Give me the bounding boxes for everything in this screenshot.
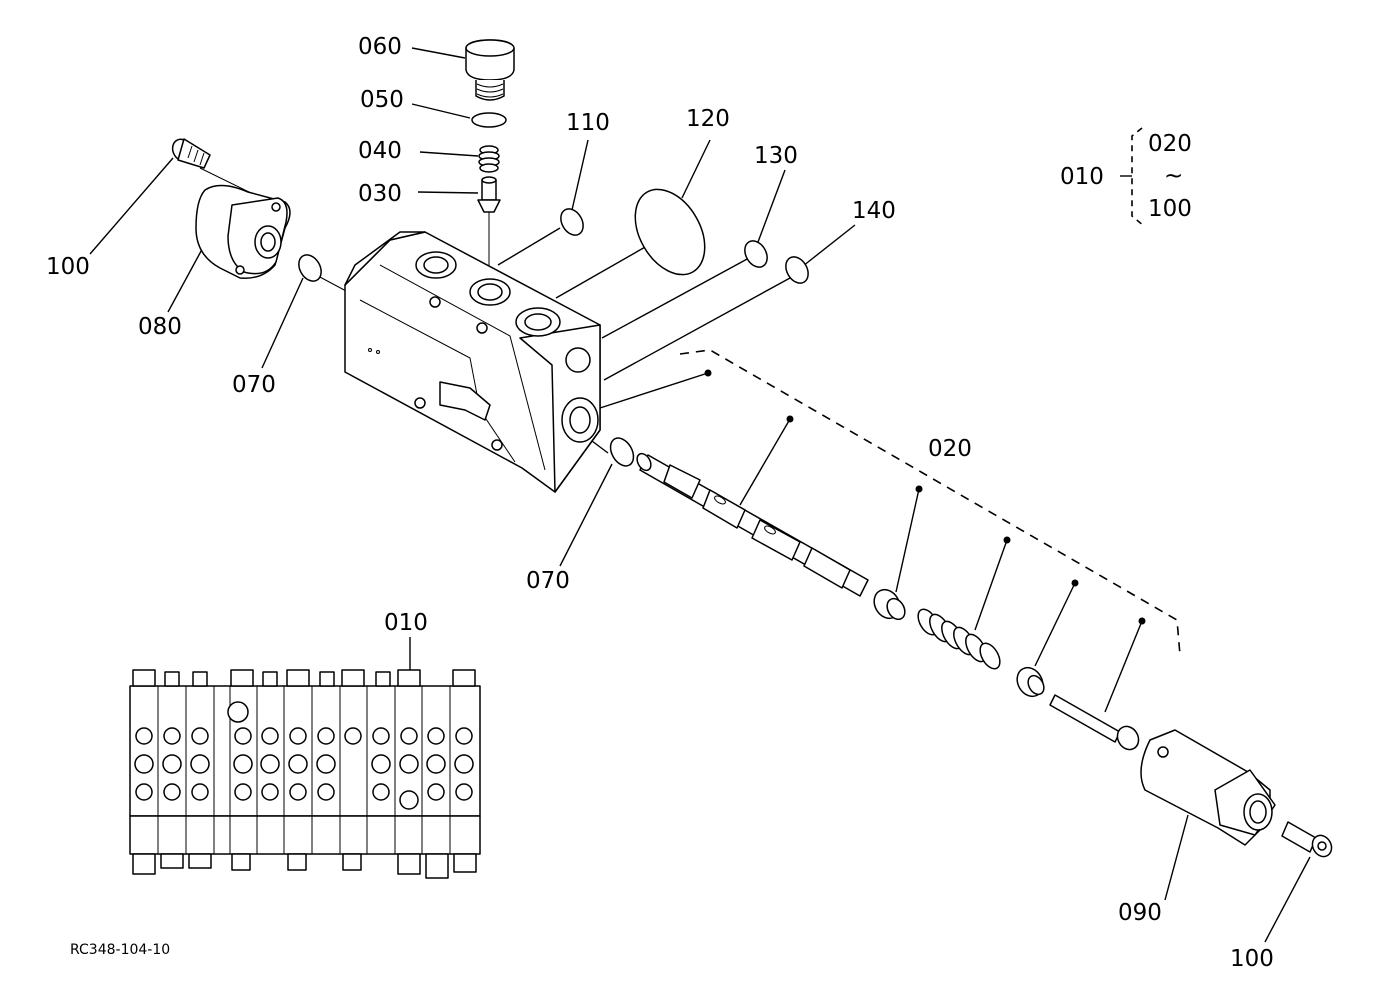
callout-140: 140 xyxy=(852,198,896,224)
callout-110: 110 xyxy=(566,110,610,136)
callout-030: 030 xyxy=(358,181,402,207)
spool xyxy=(636,452,869,597)
callout-070-left: 070 xyxy=(232,372,276,398)
legend-assembly: 010 xyxy=(1060,164,1104,190)
o-ring-140 xyxy=(785,256,809,284)
o-ring-130 xyxy=(744,240,768,268)
callout-050: 050 xyxy=(360,87,404,113)
callout-100-left: 100 xyxy=(46,254,90,280)
cover-080 xyxy=(195,184,291,279)
o-ring-050 xyxy=(471,112,507,128)
o-ring-070-right xyxy=(609,437,635,467)
assembly-legend: 010 020 ~ 100 xyxy=(1060,131,1192,222)
spring-seat-lower xyxy=(873,588,906,621)
assembly-legend-bracket xyxy=(1120,127,1145,227)
bolt-100-right xyxy=(1281,821,1333,858)
callout-020: 020 xyxy=(928,436,972,462)
callout-060: 060 xyxy=(358,34,402,60)
reference-code: RC348-104-10 xyxy=(70,942,170,958)
spool-bolt xyxy=(1049,694,1140,751)
callout-130: 130 xyxy=(754,143,798,169)
callout-100-right: 100 xyxy=(1230,946,1274,972)
plug-060 xyxy=(465,39,515,101)
valve-section-block xyxy=(344,231,601,493)
callout-120: 120 xyxy=(686,106,730,132)
legend-range-symbol: ~ xyxy=(1164,163,1183,189)
legend-range-start: 020 xyxy=(1148,131,1192,157)
cap-090 xyxy=(1140,729,1276,846)
callout-040: 040 xyxy=(358,138,402,164)
spool-spring xyxy=(917,608,1001,670)
callout-labels: 060 050 040 030 110 120 130 140 100 080 … xyxy=(46,34,1274,972)
leader-lines xyxy=(89,47,1311,943)
callout-070-right: 070 xyxy=(526,568,570,594)
o-ring-110 xyxy=(560,208,584,236)
o-ring-070-left xyxy=(298,254,322,282)
poppet-030 xyxy=(477,176,501,213)
leader-dots xyxy=(704,369,1146,625)
bolt-100-left xyxy=(171,138,211,169)
callout-010: 010 xyxy=(384,610,428,636)
spring-seat-upper xyxy=(1016,666,1045,698)
callout-080: 080 xyxy=(138,314,182,340)
legend-range-end: 100 xyxy=(1148,196,1192,222)
callout-090: 090 xyxy=(1118,900,1162,926)
control-valve-overview xyxy=(129,669,481,879)
spring-040 xyxy=(478,145,500,173)
o-ring-120 xyxy=(634,188,706,276)
assembly-020-bracket xyxy=(679,349,1181,656)
